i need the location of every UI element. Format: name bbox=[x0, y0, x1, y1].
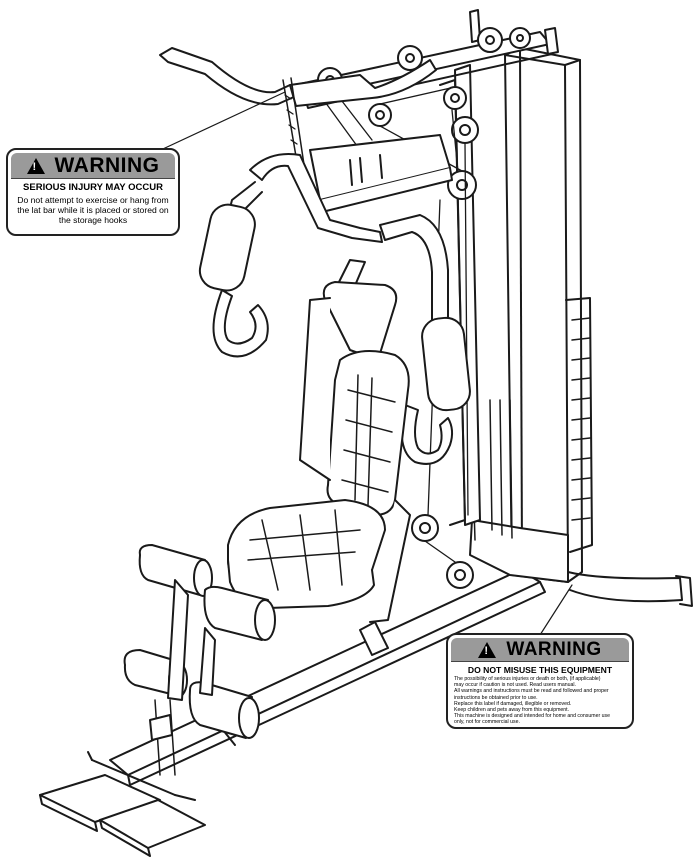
leg-developer bbox=[123, 544, 276, 776]
rear-floor-tube bbox=[567, 571, 693, 607]
warning-body: Do not attempt to exercise or hang from … bbox=[17, 195, 169, 225]
warning-title: WARNING bbox=[506, 638, 602, 660]
warning-line: instructions be obtained prior to use. bbox=[454, 694, 538, 701]
warning-label-misuse: ! WARNING DO NOT MISUSE THIS EQUIPMENT T… bbox=[446, 633, 634, 729]
warning-title: WARNING bbox=[54, 153, 160, 177]
lat-bar bbox=[159, 47, 437, 181]
press-arm-assembly bbox=[198, 134, 471, 465]
exclamation-triangle-icon: ! bbox=[26, 157, 45, 174]
warning-subtitle: SERIOUS INJURY MAY OCCUR bbox=[23, 182, 163, 193]
warning-line: only, not for commercial use. bbox=[454, 719, 520, 726]
warning-subtitle: DO NOT MISUSE THIS EQUIPMENT bbox=[467, 665, 613, 675]
seat-pad bbox=[227, 499, 386, 609]
exclamation-triangle-icon: ! bbox=[478, 641, 497, 658]
warning-header: ! WARNING bbox=[451, 638, 629, 662]
warning-line: may occur if caution is not used. Read u… bbox=[454, 682, 576, 689]
backrest-pad bbox=[299, 281, 411, 623]
leader-line-top bbox=[149, 91, 286, 156]
warning-line: The possibility of serious injuries or d… bbox=[454, 676, 601, 682]
foot-plate bbox=[39, 751, 206, 857]
weight-stack-tower bbox=[469, 47, 593, 583]
warning-body: The possibility of serious injuries or d… bbox=[448, 675, 632, 726]
warning-line: All warnings and instructions must be re… bbox=[454, 688, 609, 695]
leader-line-bottom bbox=[539, 584, 573, 636]
warning-line: Replace this label if damaged, illegible… bbox=[454, 700, 572, 707]
warning-line: Keep children and pets away from this eq… bbox=[454, 707, 570, 714]
warning-line: This machine is designed and intended fo… bbox=[454, 713, 611, 720]
warning-header: ! WARNING bbox=[11, 153, 175, 179]
warning-label-storage-hooks: ! WARNING SERIOUS INJURY MAY OCCUR Do no… bbox=[6, 148, 180, 236]
